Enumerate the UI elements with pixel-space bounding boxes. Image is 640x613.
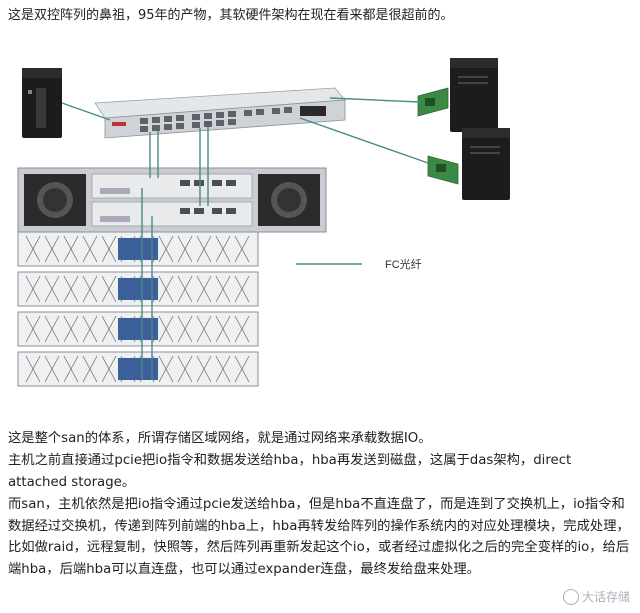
header-caption: 这是双控阵列的鼻祖，95年的产物，其软硬件架构在现在看来都是很超前的。 — [8, 8, 454, 23]
wechat-logo-icon — [562, 588, 579, 605]
disk-enclosure — [17, 351, 259, 387]
hba-card-lower — [427, 155, 459, 185]
fc-fiber-links — [61, 97, 429, 380]
legend-label: FC光纤 — [385, 257, 422, 271]
paragraph-2: 主机之前直接通过pcie把io指令和数据发送给hba，hba再发送到磁盘，这属于… — [8, 453, 572, 490]
paragraph-3: 而san，主机依然是把io指令通过pcie发送给hba，但是hba不直连盘了，而… — [8, 497, 630, 577]
port-bypass-chip — [118, 278, 158, 300]
disk-enclosure — [17, 231, 259, 267]
watermark-text: 大话存储 — [581, 590, 630, 604]
port-bypass-chip — [118, 238, 158, 260]
legend: FC光纤 — [296, 257, 422, 271]
storage-array-controller — [17, 167, 327, 233]
hba-card-top — [417, 87, 449, 117]
port-bypass-chip — [118, 358, 158, 380]
port-bypass-chip — [118, 318, 158, 340]
server-right-top — [450, 58, 498, 132]
disk-enclosure — [17, 271, 259, 307]
server-right-lower — [462, 128, 510, 200]
paragraph-1: 这是整个san的体系，所谓存储区域网络，就是通过网络来承载数据IO。 — [8, 431, 432, 446]
server-left — [22, 68, 62, 138]
disk-enclosures — [17, 231, 259, 387]
fc-switch — [94, 87, 346, 139]
disk-enclosure — [17, 311, 259, 347]
watermark: 大话存储 — [562, 588, 630, 605]
san-architecture-diagram: FC光纤 — [17, 58, 510, 387]
